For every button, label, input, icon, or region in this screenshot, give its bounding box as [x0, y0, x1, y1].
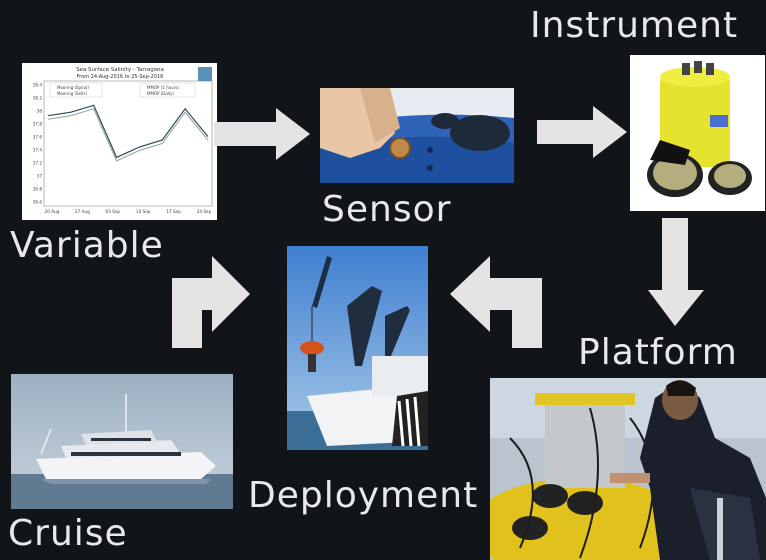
y-tick-label: 37.4 — [33, 148, 43, 153]
arrow-cruise-to-deployment — [172, 256, 252, 348]
x-tick-label: 03 Sep — [106, 209, 121, 214]
y-tick-label: 36.8 — [33, 187, 43, 192]
salinity-chart-svg: Sea Surface Salinity - Tarragona From 24… — [33, 67, 213, 214]
series-line — [47, 104, 209, 159]
x-tick-label: 24 Sep — [197, 209, 212, 214]
y-tick-label: 38.2 — [33, 96, 43, 101]
y-tick-label: 37 — [37, 174, 43, 179]
legend-item: MMOP (Daily) — [147, 91, 174, 96]
y-tick-label: 36.6 — [33, 200, 43, 205]
arrow-instrument-to-platform — [648, 218, 704, 326]
instrument-photo — [630, 55, 765, 211]
arrow-sensor-to-instrument — [537, 106, 629, 158]
arrow-platform-to-deployment — [450, 256, 542, 348]
variable-chart: Sea Surface Salinity - Tarragona From 24… — [22, 63, 217, 220]
platform-label: Platform — [578, 332, 738, 373]
variable-label: Variable — [10, 225, 164, 266]
sensor-label: Sensor — [322, 189, 452, 230]
y-tick-label: 38.4 — [33, 83, 43, 88]
chart-subtitle: From 24-Aug-2016 to 25-Sep-2016 — [77, 74, 164, 80]
y-tick-label: 37.2 — [33, 161, 43, 166]
deployment-label: Deployment — [248, 475, 479, 516]
arrow-variable-to-sensor — [214, 108, 312, 160]
series-line — [47, 108, 209, 162]
sensor-photo — [320, 88, 514, 183]
platform-photo — [490, 378, 766, 560]
y-tick-label: 38 — [37, 109, 43, 114]
chart-title: Sea Surface Salinity - Tarragona — [76, 67, 164, 73]
y-tick-label: 37.6 — [33, 135, 43, 140]
cruise-label: Cruise — [8, 513, 128, 554]
cruise-photo — [11, 374, 233, 509]
legend-item: MMOP (1 hours) — [147, 85, 179, 90]
legend-item: Mooring (Sells) — [57, 91, 87, 96]
x-tick-label: 20 Aug — [45, 209, 60, 214]
x-tick-label: 27 Aug — [75, 209, 90, 214]
legend-item: Mooring (Spiral) — [57, 85, 89, 90]
instrument-label: Instrument — [530, 5, 739, 46]
y-tick-label: 37.8 — [33, 122, 43, 127]
x-tick-label: 10 Sep — [136, 209, 151, 214]
x-tick-label: 17 Sep — [166, 209, 181, 214]
deployment-photo — [287, 246, 428, 450]
